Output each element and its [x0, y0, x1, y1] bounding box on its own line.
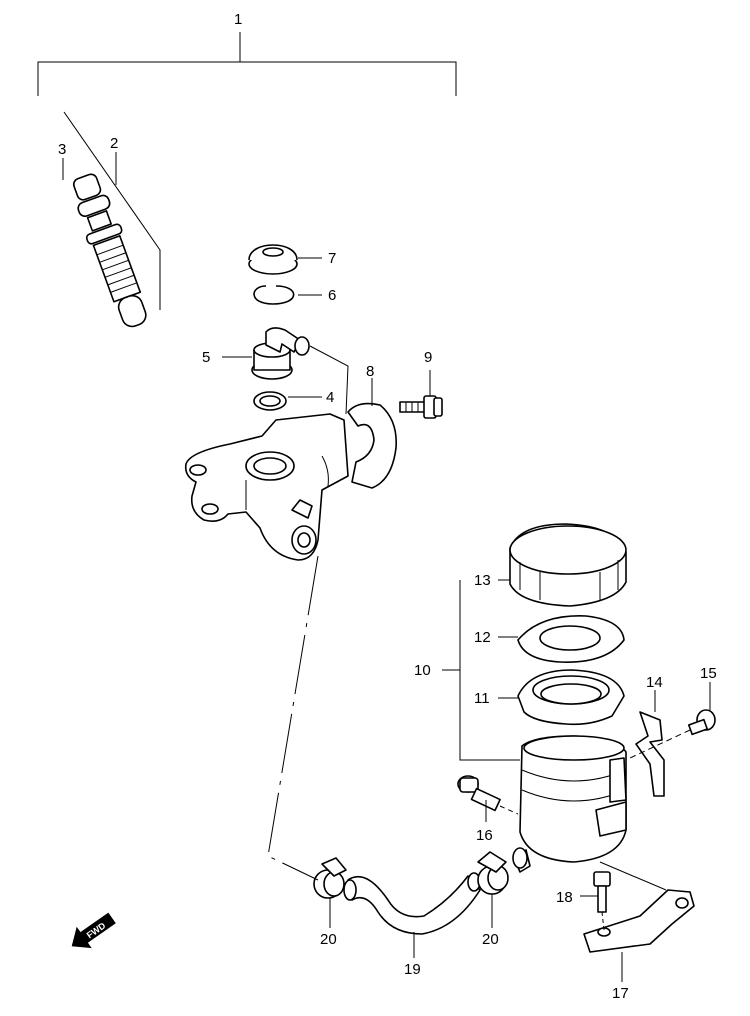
callout-7: 7: [328, 250, 336, 267]
bolt-16: [457, 775, 519, 822]
clamp-8: [347, 378, 397, 489]
fwd-arrow-icon: FWD: [71, 912, 116, 949]
routing-lines: [267, 555, 319, 881]
clip-20-right: [477, 851, 509, 928]
o-ring-4: [253, 391, 322, 411]
bracket-17: [583, 861, 695, 982]
plate-12: [498, 615, 625, 663]
connector-5: [222, 327, 310, 380]
callout-10: 10: [414, 662, 431, 679]
callout-13: 13: [474, 572, 491, 589]
callout-16: 16: [476, 827, 493, 844]
callout-17: 17: [612, 985, 629, 1002]
callout-15: 15: [700, 665, 717, 682]
callout-20-left: 20: [320, 931, 337, 948]
callout-5: 5: [202, 349, 210, 366]
callout-14: 14: [646, 674, 663, 691]
callout-8: 8: [366, 363, 374, 380]
reservoir-tank: [512, 735, 627, 873]
callout-19: 19: [404, 961, 421, 978]
bolt-9: [399, 370, 443, 419]
clip-20-left: [313, 857, 347, 928]
callout-2: 2: [110, 135, 118, 152]
callout-3: 3: [58, 141, 66, 158]
assembly-bracket-10: [442, 580, 520, 761]
diaphragm-11: [498, 669, 625, 726]
callout-11: 11: [474, 690, 490, 707]
callout-6: 6: [328, 287, 336, 304]
callout-18: 18: [556, 889, 573, 906]
bolt-18: [580, 871, 611, 931]
callout-12: 12: [474, 629, 491, 646]
callout-1: 1: [234, 11, 242, 28]
callout-20-right: 20: [482, 931, 499, 948]
piston-kit: [62, 111, 161, 328]
assembly-bracket-1: [37, 32, 457, 96]
callout-4: 4: [326, 389, 334, 406]
bracket-14: [635, 690, 665, 797]
reservoir-cap-13: [498, 523, 627, 607]
circlip-6: [253, 285, 322, 305]
callout-9: 9: [424, 349, 432, 366]
screw-15: [629, 682, 716, 759]
master-cylinder-body: [184, 345, 349, 561]
cap-7: [248, 244, 322, 275]
hose-19: [343, 872, 481, 958]
callout-labels: 1 2 3 4 5 6 7 8 9 10 11 12 13 14 15 16 1…: [58, 11, 717, 1002]
